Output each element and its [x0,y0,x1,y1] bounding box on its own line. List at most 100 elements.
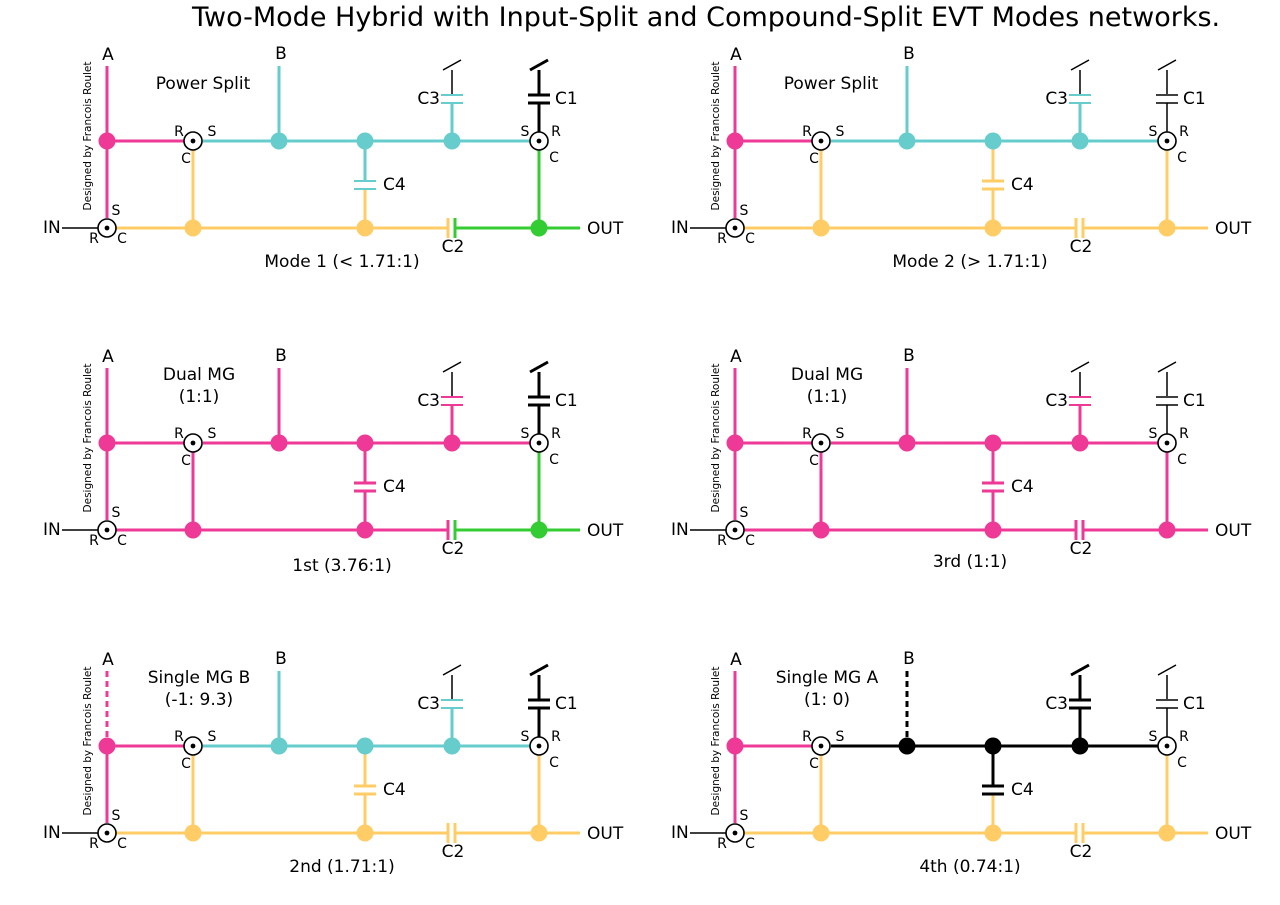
label-c4: C4 [1011,175,1034,195]
node-carrier1 [184,219,202,237]
node-ring1 [98,737,116,755]
node-output [1158,219,1176,237]
label-c4: C4 [383,780,406,800]
input-carrier-letter: C [117,231,127,247]
gearset1-sun-letter: S [836,124,845,140]
gearset2-ring-letter: R [1179,729,1189,745]
mode-caption: Mode 2 (> 1.71:1) [892,252,1047,272]
label-c3: C3 [417,89,440,109]
label-a: A [730,45,742,65]
c1-ground [529,58,549,72]
label-c4: C4 [383,477,406,497]
node-output [530,521,548,539]
node-carrier1 [812,219,830,237]
label-c4: C4 [1011,780,1034,800]
node-ring1 [98,434,116,452]
mode-caption: 1st (3.76:1) [292,556,391,576]
gearset2-sun-letter: S [1149,426,1158,442]
gearset2-icon-center [1164,743,1170,749]
gearset2-carrier-letter: C [1177,150,1187,166]
node-c4-bottom [356,824,374,842]
input-ring-letter: R [717,836,727,852]
node-ring1 [726,132,744,150]
label-b: B [903,346,915,366]
input-gearset-icon-center [104,830,110,836]
input-gearset-icon-center [732,527,738,533]
node-output [530,824,548,842]
node-shaft-b [898,132,916,150]
label-in: IN [43,520,61,540]
input-carrier-letter: C [745,836,755,852]
label-c1: C1 [1183,694,1206,714]
mode-title-line-1: Dual MG [791,365,863,385]
input-ring-letter: R [717,231,727,247]
node-c3 [1071,132,1089,150]
node-c4-bottom [356,521,374,539]
gearset1-carrier-letter: C [181,453,191,469]
mode-caption: Mode 1 (< 1.71:1) [264,252,419,272]
label-b: B [275,649,287,669]
label-out: OUT [1215,824,1252,844]
node-c3 [443,434,461,452]
input-sun-letter: S [112,505,121,521]
label-in: IN [671,218,689,238]
mode-title-line-1: Dual MG [163,365,235,385]
node-ring1 [726,434,744,452]
node-c4-top [356,132,374,150]
diagram-title: Two-Mode Hybrid with Input-Split and Com… [192,2,1221,33]
label-c2: C2 [442,539,465,559]
gearset1-sun-letter: S [208,729,217,745]
c1-ground [1157,664,1177,676]
input-carrier-letter: C [117,836,127,852]
node-c4-top [356,737,374,755]
gearset1-icon-center [818,743,824,749]
input-gearset-icon-center [104,225,110,231]
node-shaft-b [898,434,916,452]
gearset1-icon-center [818,440,824,446]
input-sun-letter: S [740,505,749,521]
node-carrier1 [184,521,202,539]
label-c1: C1 [1183,391,1206,411]
mode-title: Power Split [784,74,879,94]
gearset1-ring-letter: R [802,729,812,745]
node-c3 [1071,434,1089,452]
gearset2-ring-letter: R [1179,426,1189,442]
label-in: IN [43,823,61,843]
node-shaft-b [898,737,916,755]
c1-ground [1157,361,1177,373]
gearset2-carrier-letter: C [1177,755,1187,771]
gearset2-icon-center [1164,138,1170,144]
c1-ground [529,360,549,374]
input-sun-letter: S [112,808,121,824]
gearset1-carrier-letter: C [809,756,819,772]
input-sun-letter: S [740,808,749,824]
gearset2-carrier-letter: C [549,452,559,468]
mode-title-line-2: (1:1) [807,387,848,407]
mode-title-line-2: (1:1) [179,387,220,407]
gearset2-ring-letter: R [551,729,561,745]
label-a: A [102,45,114,65]
node-c4-bottom [984,521,1002,539]
node-c4-bottom [984,824,1002,842]
label-b: B [275,346,287,366]
gearset1-sun-letter: S [836,729,845,745]
label-c4: C4 [383,175,406,195]
label-c1: C1 [555,694,578,714]
label-c3: C3 [417,391,440,411]
label-out: OUT [587,824,624,844]
label-b: B [275,44,287,64]
gearset2-ring-letter: R [551,124,561,140]
mode-title-line-1: Single MG A [776,668,879,688]
mode-caption: 3rd (1:1) [933,552,1007,572]
node-c4-top [356,434,374,452]
label-c2: C2 [1070,237,1093,257]
c3-ground [442,664,462,676]
designer-watermark: Designed by Francois Roulet [82,667,94,816]
gearset2-icon-center [1164,440,1170,446]
label-c3: C3 [417,694,440,714]
designer-watermark: Designed by Francois Roulet [710,364,722,513]
